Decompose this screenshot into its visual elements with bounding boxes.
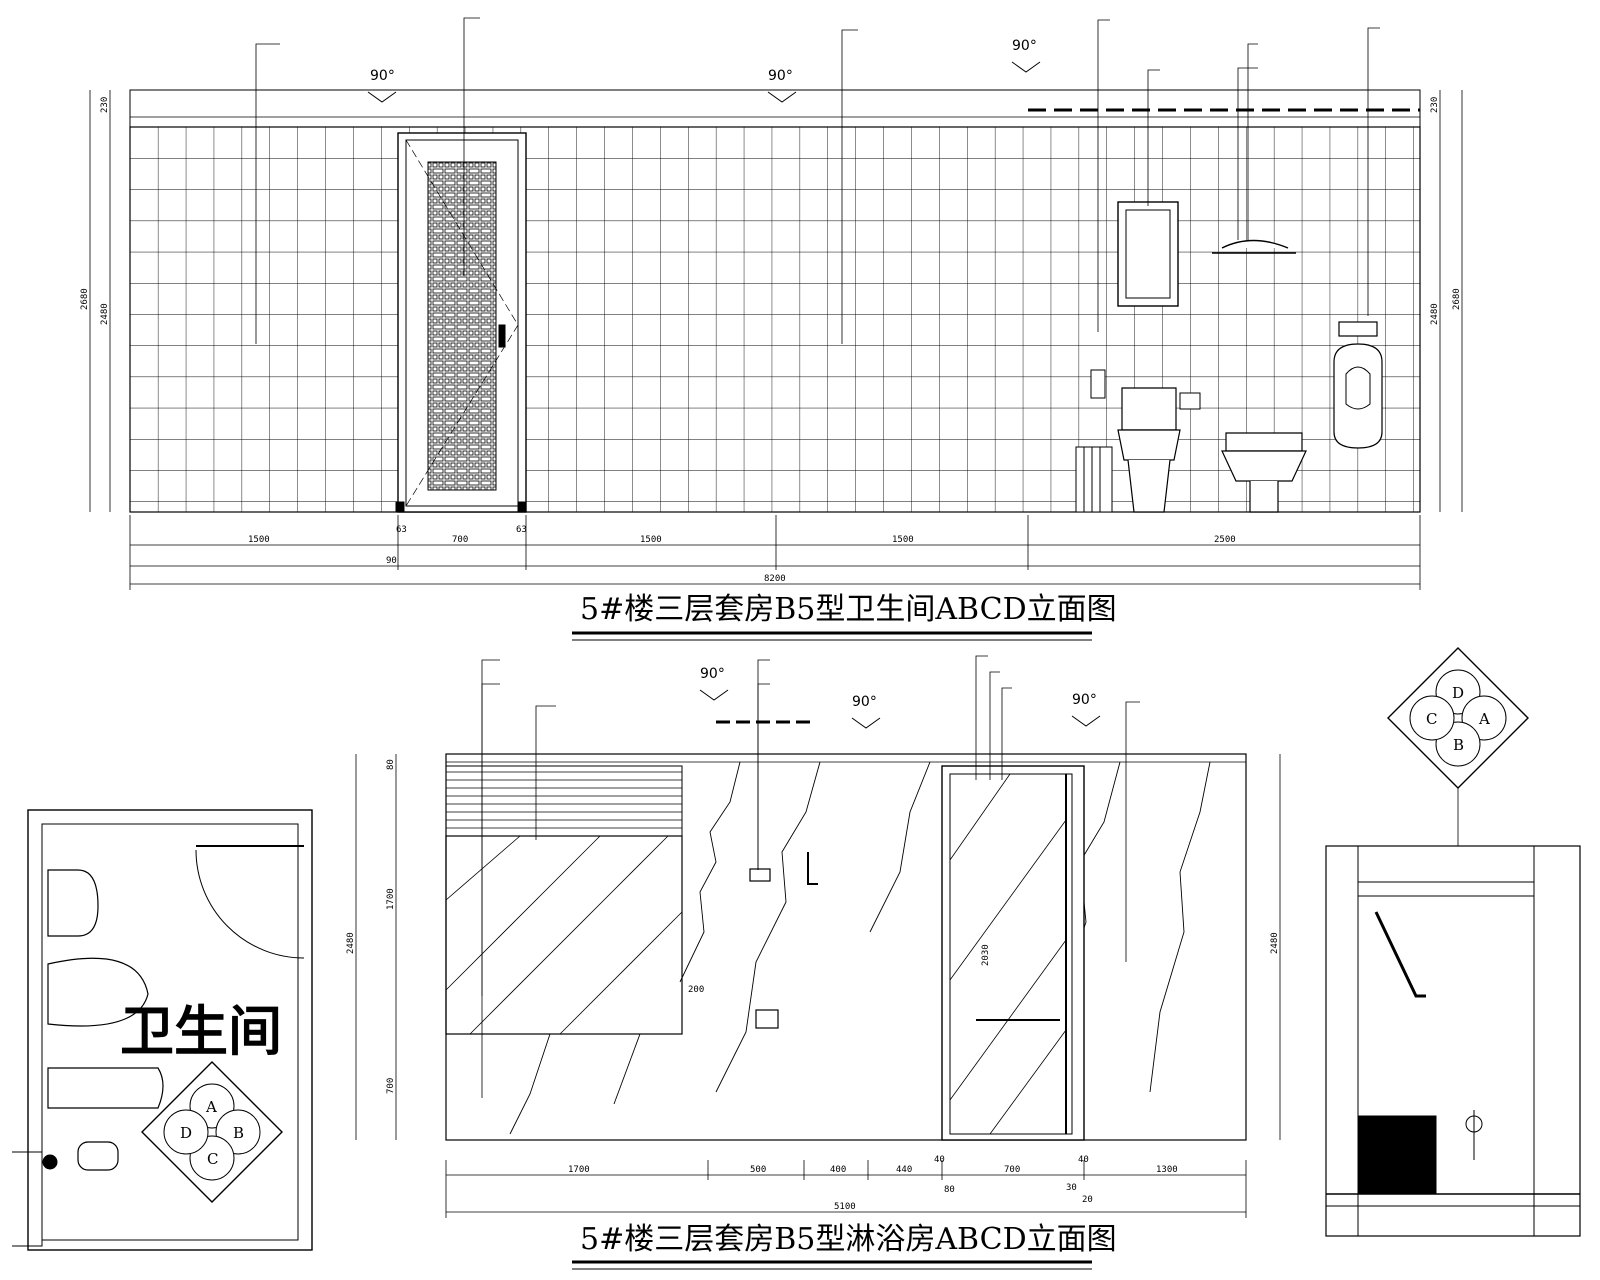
dimension-label: 1500 [892,535,914,545]
dimension-label: 80 [944,1185,955,1195]
compass-letter: B [1453,736,1464,754]
compass-letter: C [1426,710,1437,728]
bathroom-plan [12,809,313,1251]
dimension-label: 80 [386,759,396,770]
dimension-label: 20 [1082,1195,1093,1205]
dimension-label: 230 [1430,97,1440,113]
side-section [1325,845,1581,1237]
room-label: 卫生间 [120,1000,282,1063]
compass-letter: B [233,1124,244,1142]
dimension-label: 1500 [248,535,270,545]
compass-letter: A [205,1098,217,1116]
angle-label: 90° [1012,38,1037,54]
dimension-label: 2680 [1452,288,1462,310]
dimension-label: 1700 [568,1165,590,1175]
compass-letter: D [180,1124,192,1142]
dimension-label: 2680 [80,288,90,310]
dimension-label: 230 [100,97,110,113]
compass-letter: A [1478,710,1490,728]
plan-compass-rose [141,1061,283,1203]
dimension-label: 2480 [1430,303,1440,325]
dimension-label: 500 [750,1165,766,1175]
compass-letter: D [1452,684,1464,702]
dimension-label: 700 [1004,1165,1020,1175]
angle-label: 90° [700,666,725,682]
dimension-label: 1300 [1156,1165,1178,1175]
dimension-label: 90 [386,556,397,566]
compass-letter: C [207,1150,218,1168]
compass-rose [1387,647,1529,846]
dimension-label: 2500 [1214,535,1236,545]
angle-label: 90° [768,68,793,84]
dimension-label: 40 [1078,1155,1089,1165]
shower-elevation-title: 5#楼三层套房B5型淋浴房ABCD立面图 [580,1222,1117,1257]
angle-label: 90° [1072,692,1097,708]
dimension-total: 5100 [834,1202,856,1212]
dimension-label: 700 [386,1078,396,1094]
dimension-label: 63 [396,525,407,535]
dimension-label: 700 [452,535,468,545]
dimension-total: 8200 [764,574,786,584]
toilet-elevation [89,17,1463,641]
angle-label: 90° [370,68,395,84]
dimension-label: 400 [830,1165,846,1175]
dimension-label: 30 [1066,1183,1077,1193]
dimension-label: 440 [896,1165,912,1175]
dimension-label: 2480 [1270,932,1280,954]
dimension-label: 63 [516,525,527,535]
dimension-label: 1700 [386,888,396,910]
toilet-elevation-title: 5#楼三层套房B5型卫生间ABCD立面图 [580,592,1117,627]
dimension-label: 200 [688,985,704,995]
angle-label: 90° [852,694,877,710]
dimension-label: 2030 [981,944,991,966]
dimension-label: 1500 [640,535,662,545]
shower-elevation [355,655,1281,1270]
dimension-label: 2480 [100,303,110,325]
dimension-label: 40 [934,1155,945,1165]
dimension-label: 2480 [346,932,356,954]
